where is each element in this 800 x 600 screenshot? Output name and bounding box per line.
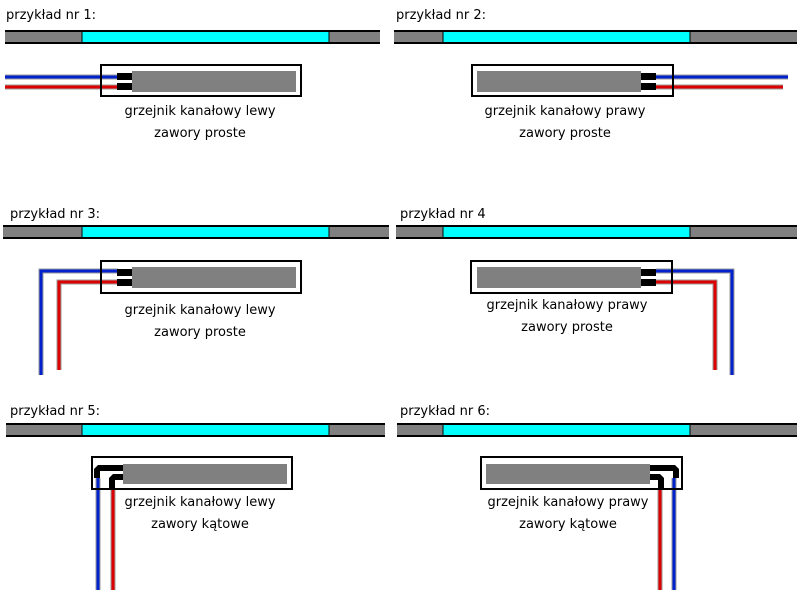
example-3-title: przykład nr 3:: [10, 207, 101, 222]
example-2-heater-frame: [471, 64, 674, 97]
example-3-caption-line2: zawory proste: [154, 325, 246, 340]
example-5-duct-right: [329, 424, 385, 436]
example-6-duct-heater-section: [443, 424, 690, 436]
example-1-caption-line1: grzejnik kanałowy lewy: [124, 104, 276, 119]
example-1-heater-body: [132, 71, 296, 92]
example-6-supply-angle-valve: [650, 465, 679, 478]
example-1-return-valve: [117, 83, 132, 90]
example-1-caption-line2: zawory proste: [154, 126, 246, 141]
example-2-supply-valve: [641, 73, 656, 80]
example-4-caption: grzejnik kanałowy prawy zawory proste: [467, 295, 667, 339]
example-6-heater-body: [486, 464, 650, 484]
example-3-caption: grzejnik kanałowy lewy zawory proste: [100, 300, 300, 344]
example-4-blue-pipe: [656, 269, 734, 375]
example-3-duct-right: [329, 226, 389, 238]
example-5-caption-line2: zawory kątowe: [151, 517, 249, 532]
example-2-duct-heater-section: [443, 31, 690, 43]
example-6-duct-right: [690, 424, 797, 436]
example-3-duct-left: [3, 226, 82, 238]
example-5-caption: grzejnik kanałowy lewy zawory kątowe: [100, 492, 300, 536]
example-1-duct-right: [329, 31, 380, 43]
example-2-caption-line2: zawory proste: [519, 126, 611, 141]
example-6-return-angle-valve: [650, 474, 664, 488]
example-1-duct-heater-section: [82, 31, 329, 43]
example-2-duct-right: [690, 31, 797, 43]
example-5-title: przykład nr 5:: [10, 404, 101, 419]
example-3-return-valve: [117, 279, 132, 286]
example-2-caption: grzejnik kanałowy prawy zawory proste: [465, 101, 665, 145]
example-5-heater-frame: [91, 456, 293, 490]
example-5-return-angle-valve: [109, 474, 123, 488]
example-2-caption-line1: grzejnik kanałowy prawy: [484, 104, 646, 119]
example-2-duct-left: [394, 31, 443, 43]
example-3-duct-heater-section: [82, 226, 329, 238]
example-4-duct-left: [396, 226, 443, 238]
example-2-heater-body: [477, 71, 641, 92]
example-5-heater-body: [123, 464, 287, 484]
example-4-supply-valve: [641, 269, 656, 276]
example-3-caption-line1: grzejnik kanałowy lewy: [124, 303, 276, 318]
example-5-supply-angle-valve: [94, 465, 123, 478]
example-6-heater-frame: [480, 456, 683, 490]
example-1-duct-left: [5, 31, 82, 43]
example-2-return-valve: [641, 83, 656, 90]
example-6-caption-line1: grzejnik kanałowy prawy: [487, 495, 649, 510]
example-4-duct-right: [690, 226, 797, 238]
example-4-duct-heater-section: [443, 226, 690, 238]
example-3-red-pipe: [57, 280, 118, 370]
example-6-caption: grzejnik kanałowy prawy zawory kątowe: [468, 492, 668, 536]
example-3-supply-valve: [117, 269, 132, 276]
example-1-caption: grzejnik kanałowy lewy zawory proste: [100, 101, 300, 145]
example-4-heater-body: [477, 267, 641, 288]
example-4-caption-line1: grzejnik kanałowy prawy: [486, 298, 648, 313]
example-5-duct-left: [6, 424, 82, 436]
example-3-heater-frame: [100, 260, 302, 294]
example-2-title: przykład nr 2:: [396, 8, 487, 23]
example-6-title: przykład nr 6:: [400, 404, 491, 419]
example-3-heater-body: [132, 267, 296, 288]
example-5-duct-heater-section: [82, 424, 329, 436]
example-3-blue-pipe: [39, 269, 118, 375]
example-6-caption-line2: zawory kątowe: [519, 517, 617, 532]
example-4-red-pipe: [656, 280, 717, 370]
example-5-caption-line1: grzejnik kanałowy lewy: [124, 495, 276, 510]
example-4-title: przykład nr 4: [400, 207, 486, 222]
example-4-return-valve: [641, 279, 656, 286]
example-4-caption-line2: zawory proste: [521, 320, 613, 335]
example-4-heater-frame: [470, 260, 673, 294]
example-6-duct-left: [397, 424, 443, 436]
example-1-heater-frame: [100, 64, 302, 97]
example-1-supply-valve: [117, 73, 132, 80]
example-1-title: przykład nr 1:: [6, 8, 97, 23]
example-4-blue-pipe-shadow: [656, 268, 735, 375]
